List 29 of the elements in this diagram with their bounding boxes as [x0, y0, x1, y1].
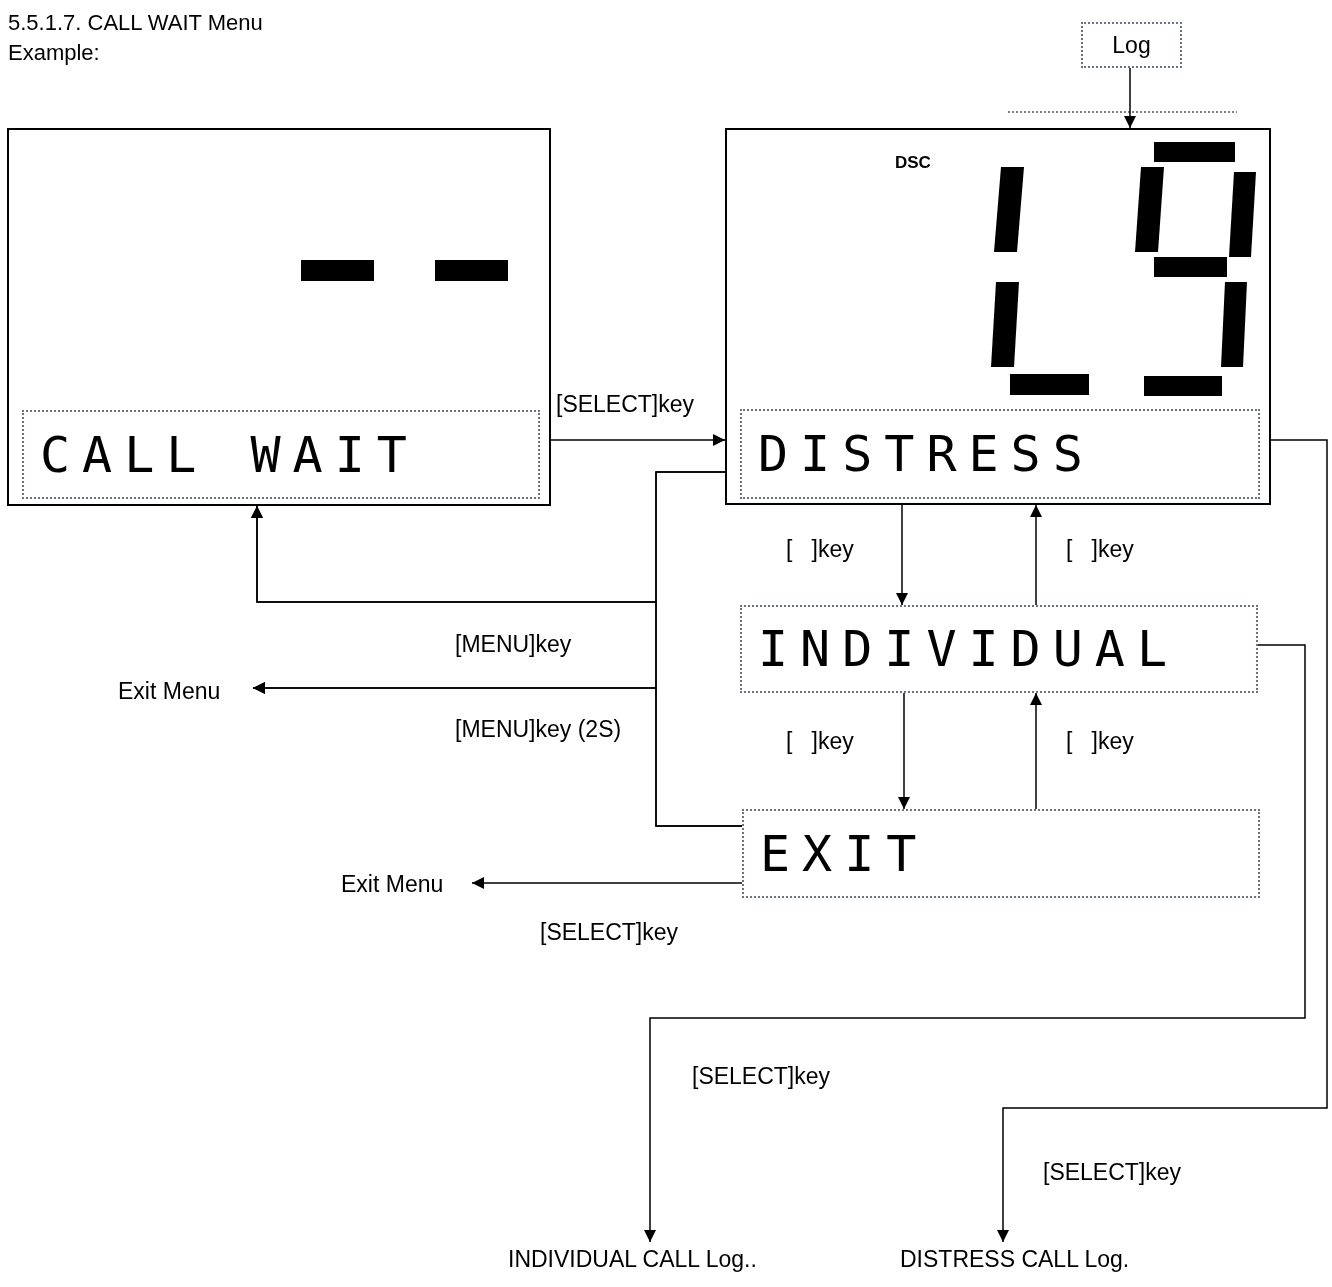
segment-display-text: INDIVIDUAL [758, 624, 1180, 674]
segment-display-text: CALL WAIT [40, 429, 419, 480]
arrow [1030, 504, 1042, 606]
destination-label: DISTRESS CALL Log. [900, 1244, 1130, 1274]
lcd-text-panel [22, 410, 540, 499]
arrow [252, 682, 743, 827]
destination-label: Exit Menu [118, 676, 221, 706]
arrow [644, 644, 1306, 1243]
note-text: Example: [8, 39, 100, 67]
destination-label: Exit Menu [341, 869, 444, 899]
destination-label: INDIVIDUAL CALL Log.. [508, 1244, 757, 1274]
arrow [1124, 67, 1136, 129]
segment-display-text: EXIT [760, 828, 929, 879]
lcd-screen [725, 128, 1271, 505]
arrow [550, 434, 726, 446]
arrow [898, 692, 910, 810]
menu-label: Log [1112, 30, 1151, 60]
segment-display-text: DISTRESS [758, 429, 1095, 479]
section-title: 5.5.1.7. CALL WAIT Menu [8, 9, 263, 37]
lcd-screen [7, 128, 551, 506]
lcd-text-panel [740, 605, 1258, 693]
lcd-text-panel [740, 409, 1260, 499]
menu-label-box [1081, 22, 1182, 68]
lcd-text-panel [742, 809, 1260, 898]
arrow [471, 877, 743, 889]
arrow [997, 439, 1328, 1243]
display-indicator: DSC [895, 152, 931, 174]
arrow [896, 504, 908, 606]
arrow [1030, 692, 1042, 810]
